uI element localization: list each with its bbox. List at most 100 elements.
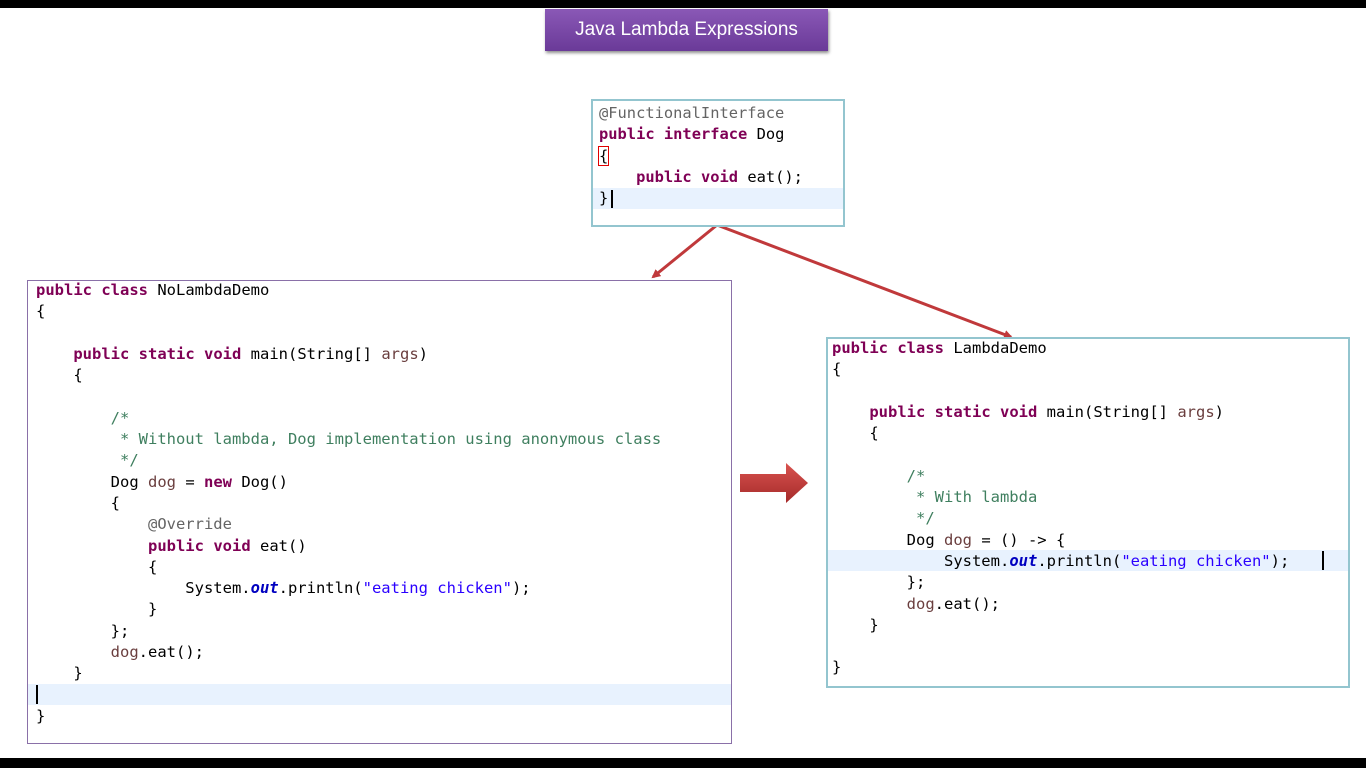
code-token: [129, 345, 138, 363]
code-token: [832, 403, 869, 421]
big-right-arrow: [740, 463, 808, 503]
no-lambda-demo-code-panel: public class NoLambdaDemo{ public static…: [27, 280, 732, 744]
code-line: Dog dog = () -> {: [832, 530, 1289, 551]
code-token: }: [36, 600, 158, 619]
code-token: );: [511, 579, 531, 598]
code-token: "eating chicken": [1121, 551, 1271, 570]
code-token: void: [213, 536, 251, 555]
code-token: out: [250, 579, 279, 598]
code-token: main(String[]: [1037, 402, 1178, 421]
arrow-to-no-lambda: [651, 223, 718, 279]
code-line: * Without lambda, Dog implementation usi…: [36, 429, 661, 450]
code-line: {: [832, 359, 1289, 380]
code-token: [36, 409, 111, 427]
code-token: dog: [906, 594, 935, 613]
current-line-highlight: [28, 684, 731, 705]
code-token: main(String[]: [241, 344, 382, 363]
code-token: /*: [906, 466, 926, 485]
code-token: }: [832, 615, 879, 634]
code-token: }: [599, 189, 609, 208]
code-line: }: [832, 657, 1289, 678]
code-token: [36, 643, 111, 661]
text-caret: [1322, 551, 1324, 570]
code-line: [832, 444, 1289, 465]
code-token: = () -> {: [971, 530, 1066, 549]
code-line: }: [36, 599, 661, 620]
code-token: static: [138, 344, 195, 363]
code-token: [692, 168, 701, 186]
code-token: [832, 488, 907, 506]
code-token: [832, 509, 907, 527]
code-line: * With lambda: [832, 487, 1289, 508]
code-token: @FunctionalInterface: [599, 104, 785, 122]
code-token: new: [203, 472, 232, 491]
code-line: @Override: [36, 514, 661, 535]
code-token: [925, 403, 934, 421]
code-token: public: [636, 167, 692, 186]
code-line: Dog dog = new Dog(): [36, 472, 661, 493]
code-token: .println(: [278, 579, 363, 598]
code-line: [36, 386, 661, 407]
code-line: /*: [36, 408, 661, 429]
code-token: [991, 403, 1000, 421]
code-line: [832, 636, 1289, 657]
code-token: {: [36, 366, 83, 385]
code-token: void: [700, 167, 739, 186]
code-token: [36, 430, 111, 448]
code-line: {: [36, 493, 661, 514]
bottom-black-bar: [0, 758, 1366, 768]
code-token: */: [906, 509, 935, 528]
code-token: Dog: [832, 530, 944, 549]
code-line: }: [36, 663, 661, 684]
code-token: {: [597, 145, 610, 166]
code-line: System.out.println("eating chicken");: [832, 551, 1289, 572]
code-token: public: [147, 536, 204, 555]
code-line: [832, 381, 1289, 402]
code-token: [204, 537, 213, 555]
code-token: [832, 595, 907, 613]
code-token: public: [599, 125, 655, 144]
code-token: Dog: [747, 125, 785, 144]
code-token: );: [1270, 551, 1290, 570]
code-token: public: [869, 402, 926, 421]
code-line: [36, 323, 661, 344]
code-line: public static void main(String[] args): [832, 402, 1289, 423]
code-token: [36, 537, 148, 555]
code-token: class: [101, 281, 149, 299]
code-token: .println(: [1037, 551, 1122, 570]
code-line: };: [36, 621, 661, 642]
code-token: class: [897, 339, 945, 357]
code-token: * Without lambda, Dog implementation usi…: [110, 430, 662, 449]
code-token: dog: [110, 643, 139, 662]
code-line: /*: [832, 466, 1289, 487]
code-line: public void eat();: [599, 167, 803, 188]
code-line: dog.eat();: [36, 642, 661, 663]
code-token: [599, 168, 636, 186]
code-line: System.out.println("eating chicken");: [36, 578, 661, 599]
code-token: public: [832, 339, 888, 357]
code-token: [832, 467, 907, 485]
code-token: args: [1177, 402, 1215, 421]
code-line: {: [36, 301, 661, 322]
top-black-bar: [0, 0, 1366, 8]
code-token: Dog(): [231, 472, 288, 491]
code-token: };: [832, 573, 926, 592]
arrow-to-lambda: [716, 223, 1013, 339]
code-token: {: [832, 360, 842, 379]
code-token: NoLambdaDemo: [148, 281, 270, 299]
code-token: public: [73, 344, 130, 363]
code-token: {: [36, 302, 46, 321]
code-token: {: [36, 493, 120, 512]
code-token: {: [832, 424, 879, 443]
current-line-highlight: [593, 188, 843, 209]
code-token: .eat();: [934, 594, 1000, 613]
code-token: =: [175, 472, 204, 491]
lambda-demo-code-panel: public class LambdaDemo{ public static v…: [826, 337, 1350, 688]
code-line: public interface Dog: [599, 124, 803, 145]
code-line: {: [832, 423, 1289, 444]
code-line: public class NoLambdaDemo: [36, 280, 661, 301]
code-token: }: [832, 658, 842, 677]
code-line: {: [597, 145, 803, 167]
code-token: static: [934, 402, 991, 421]
functional-interface-code-panel: @FunctionalInterface public interface Dog…: [591, 99, 845, 227]
